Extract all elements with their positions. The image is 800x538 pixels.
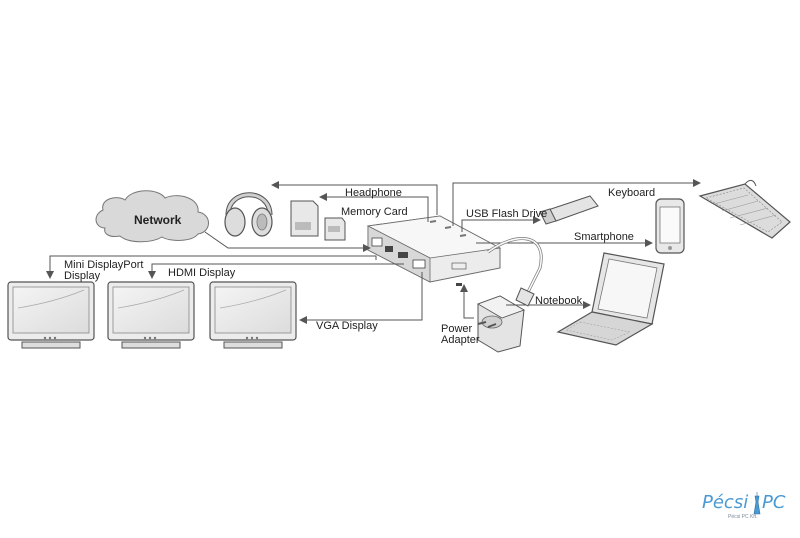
memory-card-label: Memory Card xyxy=(341,206,408,218)
smartphone-label: Smartphone xyxy=(574,231,634,243)
notebook-icon xyxy=(556,252,665,346)
tower-icon xyxy=(753,492,761,515)
usb-c-hub-device xyxy=(366,215,502,286)
line-headphone xyxy=(271,181,438,215)
usb-flash-drive-label: USB Flash Drive xyxy=(466,208,548,220)
power-adapter-label-line2: Adapter xyxy=(441,334,480,346)
smartphone-icon xyxy=(655,198,685,254)
line-usb-flash-drive xyxy=(461,216,541,232)
mini-displayport-label-line2: Display xyxy=(64,270,101,282)
usb-flash-drive-icon xyxy=(539,195,599,225)
notebook-label: Notebook xyxy=(535,295,583,307)
line-power xyxy=(460,284,474,319)
mini-displayport-label-line1: Mini DisplayPort xyxy=(64,259,144,271)
monitor-mini-displayport-icon xyxy=(7,281,95,349)
monitor-hdmi-icon xyxy=(107,281,195,349)
vga-display-label: VGA Display xyxy=(316,320,378,332)
line-hdmi xyxy=(148,263,404,279)
micro-sd-card-icon xyxy=(324,217,346,241)
network-label: Network xyxy=(134,213,182,227)
usb-c-cable xyxy=(487,237,543,307)
network-cloud-icon xyxy=(95,190,209,243)
logo-text-left: Pécsi xyxy=(702,492,749,513)
line-keyboard xyxy=(452,179,701,226)
monitor-vga-icon xyxy=(209,281,297,349)
headphone-label: Headphone xyxy=(345,187,402,199)
sd-card-icon xyxy=(290,200,319,237)
pecsi-pc-logo: Pécsi PC Pécsi PC Kft. xyxy=(700,492,790,522)
line-network xyxy=(204,231,371,252)
line-vga xyxy=(299,272,423,324)
power-adapter-label-line1: Power xyxy=(441,323,473,335)
line-mini-displayport xyxy=(46,255,377,279)
headphone-icon xyxy=(224,192,273,237)
keyboard-icon xyxy=(698,179,791,239)
hdmi-display-label: HDMI Display xyxy=(168,267,236,279)
logo-subtitle: Pécsi PC Kft. xyxy=(728,514,758,520)
line-memory-card xyxy=(319,193,429,222)
logo-text-right: PC xyxy=(762,492,786,513)
keyboard-label: Keyboard xyxy=(608,187,656,199)
power-adapter-icon xyxy=(477,295,525,353)
